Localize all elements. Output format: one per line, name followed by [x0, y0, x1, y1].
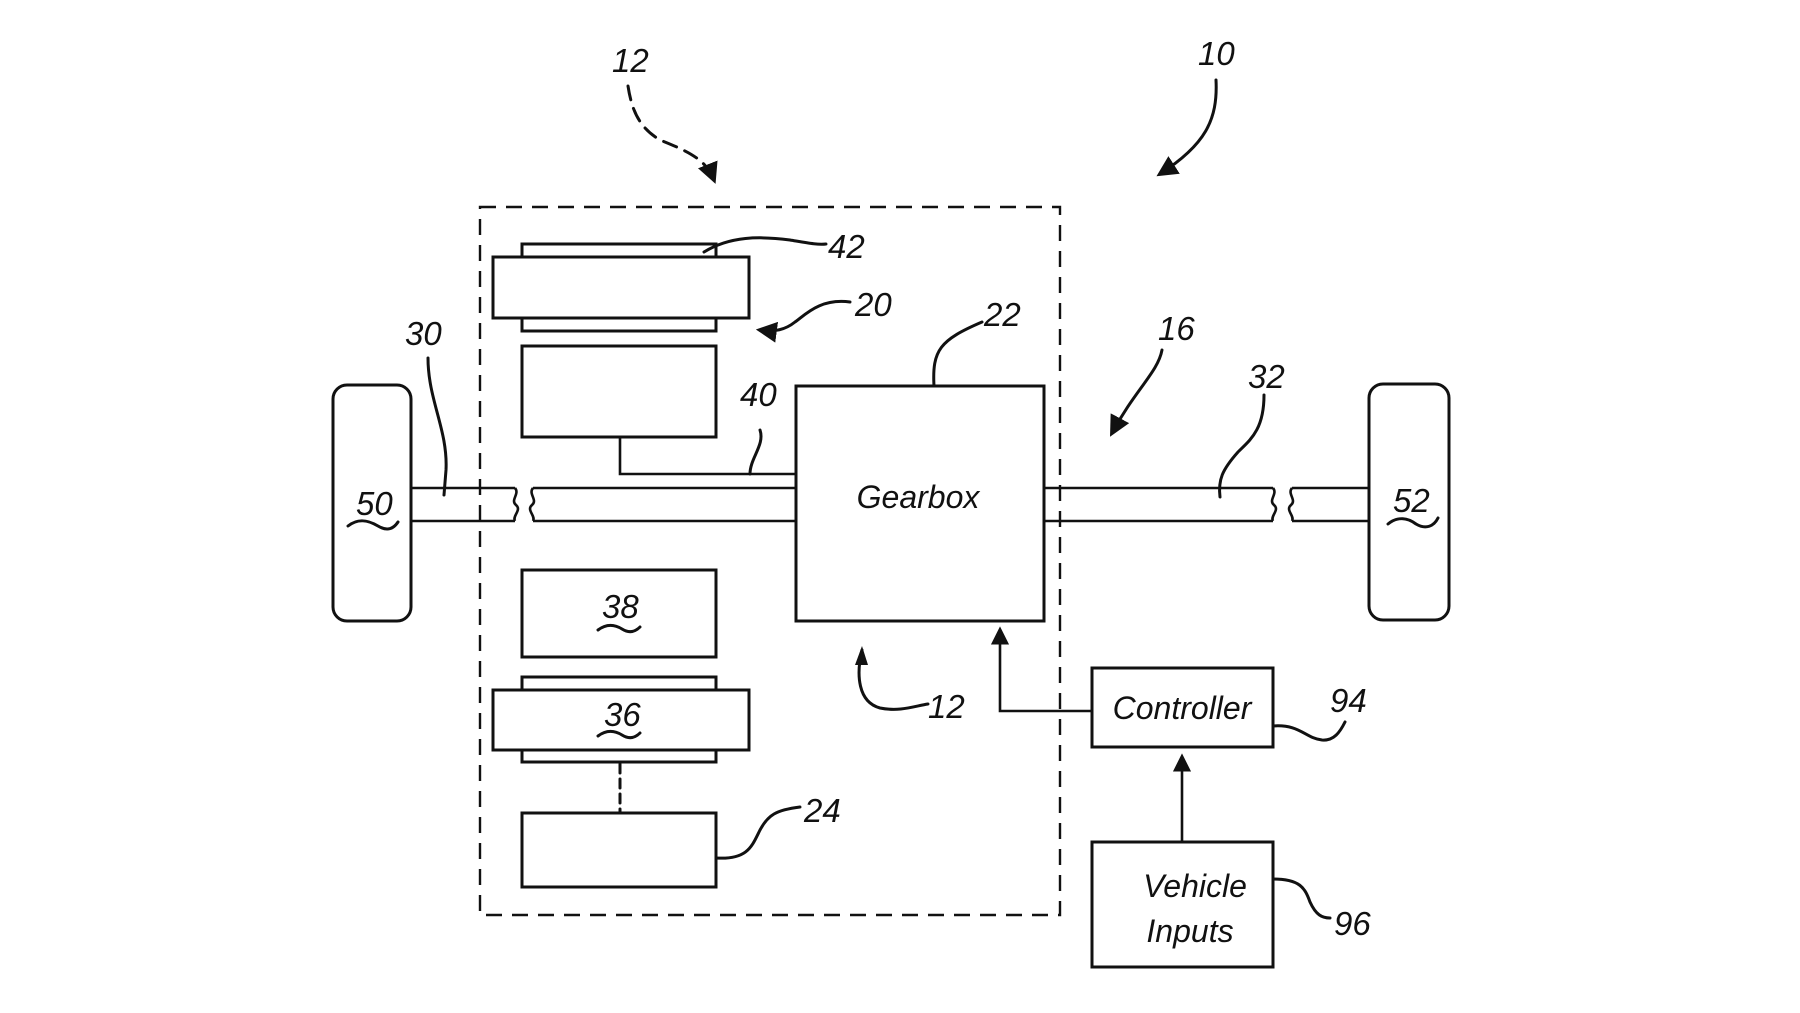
ref-label-40: 40 [740, 376, 777, 413]
link-40-line [618, 437, 796, 476]
vehicle-inputs-label-line1: Vehicle [1143, 868, 1247, 904]
component-36-wide [491, 688, 751, 752]
ref-label-22: 22 [983, 296, 1021, 333]
ref-label-94: 94 [1330, 682, 1367, 719]
leader-42 [702, 236, 828, 254]
leader-24 [714, 805, 802, 860]
system-arrow [1156, 78, 1218, 177]
controller-94 [1090, 666, 1275, 749]
ref-label-32: 32 [1248, 358, 1285, 395]
machine-box [520, 344, 718, 439]
ref-label-10: 10 [1198, 35, 1235, 72]
component-38 [520, 568, 718, 659]
leader-94 [1271, 720, 1347, 742]
controller-label: Controller [1113, 690, 1253, 726]
ref-label-50: 50 [356, 485, 393, 522]
ref-label-30: 30 [405, 315, 442, 352]
powertrain-arrow-lower [857, 648, 930, 711]
powertrain-dashed-arrow [626, 84, 718, 184]
component-42-wide [491, 255, 751, 320]
ref-label-24: 24 [803, 792, 841, 829]
right-shaft-outer [1292, 486, 1369, 523]
gearbox-22 [794, 384, 1046, 623]
shaft-break-left-b [528, 487, 536, 522]
ref-label-52: 52 [1393, 482, 1430, 519]
component-24 [520, 811, 718, 889]
squiggle-52 [1386, 516, 1440, 529]
leader-32 [1218, 393, 1266, 499]
ref-label-38: 38 [602, 588, 639, 625]
vehicle-inputs-label-line2: Inputs [1146, 913, 1233, 949]
powertrain-arrowhead-lower [855, 646, 868, 665]
shaft-break-left-a [512, 487, 520, 522]
leader-40 [748, 428, 763, 476]
squiggle-36 [596, 729, 642, 740]
axle-arrow-16 [1110, 348, 1164, 437]
ref-label-20: 20 [854, 286, 892, 323]
shaft-break-right-a [1270, 487, 1278, 522]
controller-to-gearbox-arrow [990, 626, 1092, 713]
shaft-break-right-b [1287, 487, 1295, 522]
powertrain-boundary-dashed [478, 205, 1062, 917]
right-wheel-52 [1367, 382, 1451, 622]
ref-label-42: 42 [828, 228, 865, 265]
vehicle-inputs-96 [1090, 840, 1275, 969]
left-wheel-50 [331, 383, 413, 623]
leader-30 [426, 356, 448, 497]
ref-label-36: 36 [604, 696, 641, 733]
ref-label-96: 96 [1334, 905, 1371, 942]
gearbox-label: Gearbox [857, 479, 981, 515]
squiggle-38 [596, 623, 642, 634]
left-shaft-inner [533, 486, 796, 523]
leader-22 [932, 320, 984, 388]
machine-arrow-20 [755, 299, 852, 343]
leader-96 [1271, 877, 1332, 920]
ref-label-16: 16 [1158, 310, 1195, 347]
right-shaft-inner [1044, 486, 1273, 523]
left-shaft-outer [411, 486, 515, 523]
squiggle-50 [346, 519, 400, 531]
ref-label-12-lower: 12 [928, 688, 965, 725]
ref-label-12-top: 12 [612, 42, 649, 79]
